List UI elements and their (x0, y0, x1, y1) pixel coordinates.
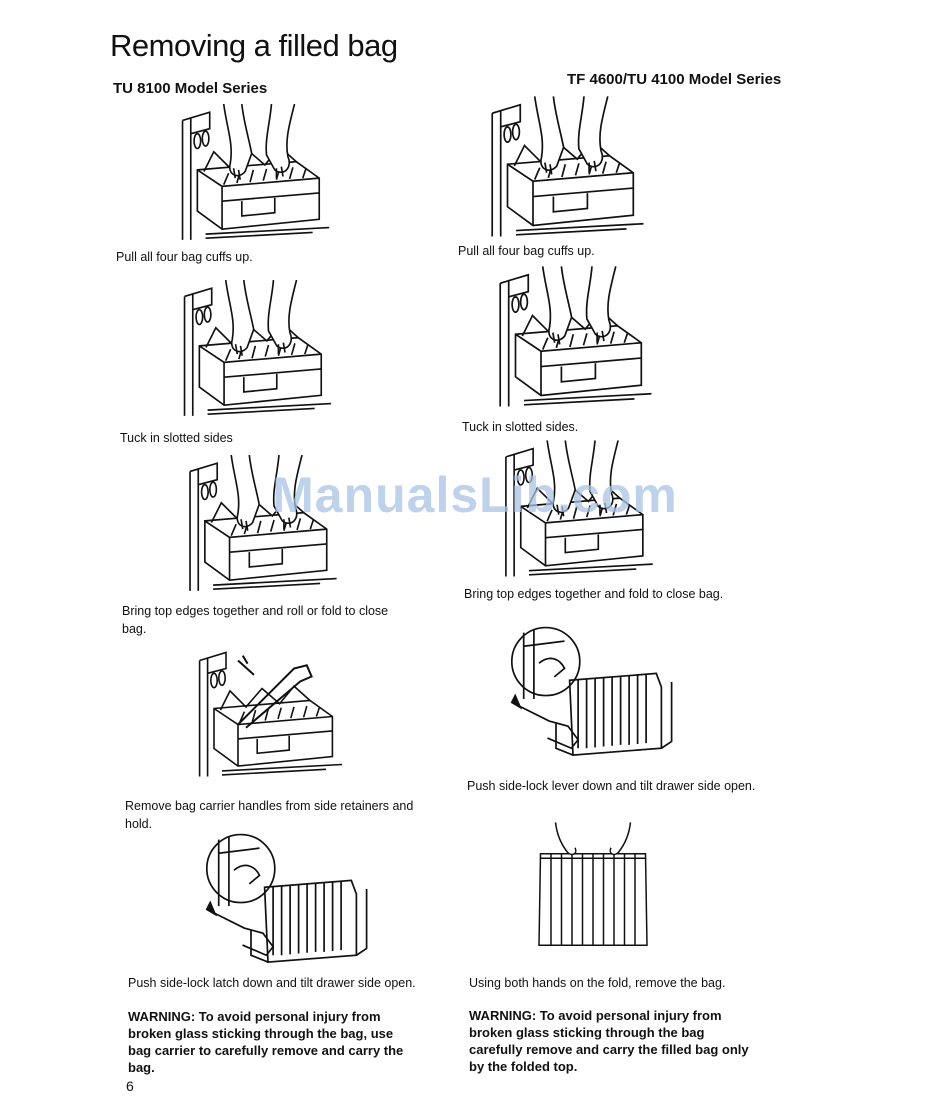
step-caption-left-5: Push side-lock latch down and tilt drawe… (128, 976, 416, 990)
right-column-heading: TF 4600/TU 4100 Model Series (567, 71, 782, 88)
step-caption-right-4: Push side-lock lever down and tilt drawe… (467, 779, 756, 793)
compactor-latch-illustration (200, 825, 370, 975)
step-caption-right-2: Tuck in slotted sides. (462, 420, 579, 434)
page-title: Removing a filled bag (110, 28, 398, 63)
step-caption-left-2: Tuck in slotted sides (120, 431, 233, 445)
filled-bag-illustration (518, 806, 668, 966)
warning-right: WARNING: To avoid personal injury from b… (469, 1008, 749, 1074)
step-caption-right-1: Pull all four bag cuffs up. (458, 244, 595, 258)
compactor-lever-illustration (505, 618, 675, 768)
step-caption-left-3: Bring top edges together and roll or fol… (122, 604, 389, 636)
compactor-cuffs-illustration (170, 104, 340, 244)
step-caption-left-4: Remove bag carrier handles from side ret… (125, 799, 414, 831)
compactor-handles-illustration (190, 635, 350, 790)
page-number: 6 (126, 1078, 134, 1094)
step-caption-right-5: Using both hands on the fold, remove the… (469, 976, 726, 990)
compactor-cuffs-illustration-right (482, 96, 652, 241)
watermark-text: ManualsLib.com (272, 467, 678, 523)
compactor-tuck-illustration (172, 280, 342, 420)
left-column-heading: TU 8100 Model Series (113, 80, 268, 97)
step-caption-left-1: Pull all four bag cuffs up. (116, 250, 253, 264)
compactor-tuck-illustration-right (490, 266, 660, 411)
step-caption-right-3: Bring top edges together and fold to clo… (464, 587, 724, 601)
warning-left: WARNING: To avoid personal injury from b… (128, 1009, 404, 1075)
